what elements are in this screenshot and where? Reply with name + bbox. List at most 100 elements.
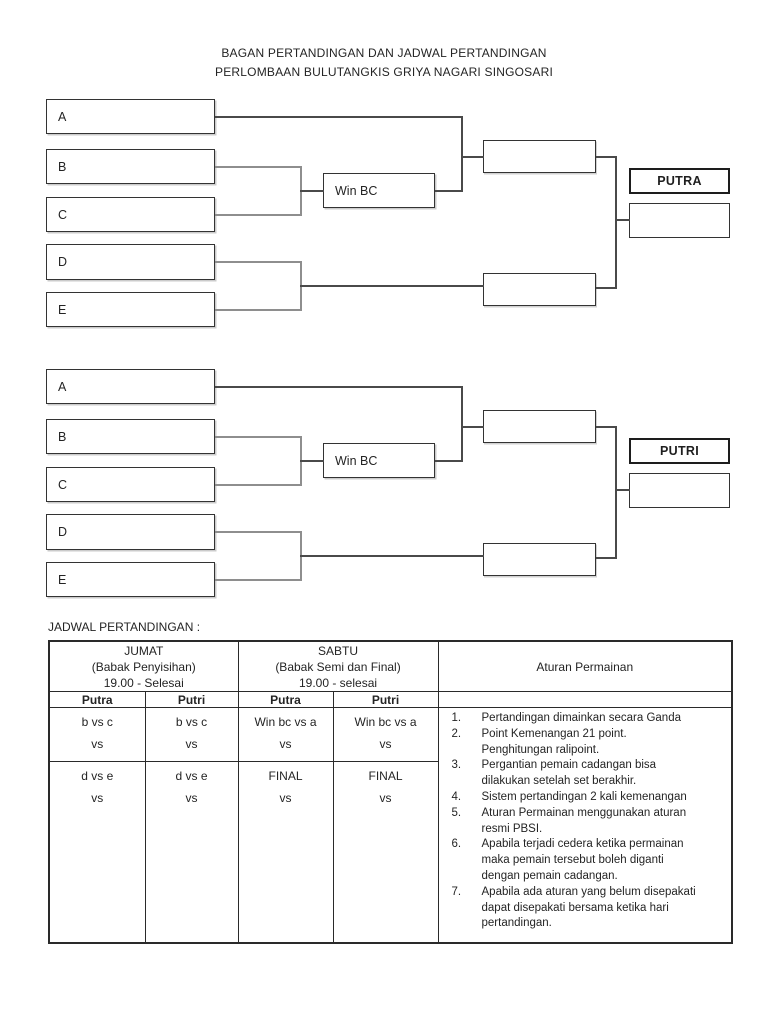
rule-text: Point Kemenangan 21 point. Penghitungan … bbox=[481, 727, 627, 756]
bracket-connector-line bbox=[215, 386, 462, 388]
bracket-connector-line bbox=[300, 555, 484, 557]
rule-item: 6. Apabila terjadi cedera ketika permaina… bbox=[452, 837, 728, 884]
team-slot-box-d: D bbox=[46, 244, 215, 280]
slot-label: C bbox=[58, 477, 68, 492]
match-cell: b vs c vs bbox=[48, 707, 146, 762]
rule-text: Aturan Permainan menggunakan aturan resm… bbox=[481, 806, 687, 835]
match-cell: b vs c vs bbox=[144, 707, 239, 762]
rule-text: Apabila terjadi cedera ketika permainan … bbox=[481, 838, 684, 882]
team-slot-box-e: E bbox=[46, 562, 215, 597]
bracket-connector-line bbox=[596, 426, 617, 428]
rule-item: 4. Sistem pertandingan 2 kali kemenangan bbox=[452, 790, 728, 806]
rule-number: 7. bbox=[451, 885, 462, 898]
slot-label: E bbox=[58, 302, 67, 317]
win-bc-label: Win BC bbox=[335, 453, 378, 468]
bracket-putra: A B C D E Win BC PUTRA bbox=[46, 99, 736, 331]
bracket-connector-line bbox=[215, 531, 302, 533]
team-slot-box-b: B bbox=[46, 149, 215, 184]
bracket-connector-line bbox=[215, 579, 302, 581]
bracket-connector-line bbox=[596, 557, 617, 559]
subheader-sabtu-putra: Putra bbox=[237, 691, 334, 708]
slot-label: A bbox=[58, 379, 67, 394]
bracket-connector-line bbox=[615, 219, 630, 221]
slot-label: E bbox=[58, 572, 67, 587]
rule-text: Sistem pertandingan 2 kali kemenangan bbox=[481, 790, 687, 803]
document-title-line2: PERLOMBAAN BULUTANGKIS GRIYA NAGARI SING… bbox=[215, 65, 553, 79]
rule-item: 5. Aturan Permainan menggunakan aturan re… bbox=[452, 806, 728, 838]
match-cell: Win bc vs a vs bbox=[237, 707, 334, 762]
slot-label: C bbox=[58, 207, 68, 222]
bracket-connector-line bbox=[615, 156, 617, 289]
rule-number: 3. bbox=[451, 759, 462, 772]
semifinal-box-bottom bbox=[483, 273, 596, 306]
bracket-connector-line bbox=[215, 261, 302, 263]
subheader-sabtu-putri: Putri bbox=[332, 691, 439, 708]
team-slot-box-c: C bbox=[46, 197, 215, 232]
schedule-heading: JADWAL PERTANDINGAN : bbox=[48, 620, 201, 634]
bracket-connector-line bbox=[461, 116, 463, 192]
match-cell: Win bc vs a vs bbox=[332, 707, 439, 762]
bracket-connector-line bbox=[300, 460, 324, 462]
semifinal-box-top bbox=[483, 410, 596, 443]
rule-item: 2. Point Kemenangan 21 point. Penghitunga… bbox=[452, 727, 728, 759]
win-bc-label: Win BC bbox=[335, 183, 378, 198]
bracket-connector-line bbox=[215, 309, 302, 311]
bracket-connector-line bbox=[596, 156, 617, 158]
rule-text: Apabila ada aturan yang belum disepakati… bbox=[481, 885, 696, 930]
match-row-1: b vs c vs b vs c vs Win bc vs a vs Win b… bbox=[48, 707, 733, 944]
final-winner-box bbox=[629, 473, 730, 508]
bracket-connector-line bbox=[215, 116, 462, 118]
group-header-row: JUMAT (Babak Penyisihan) 19.00 - Selesai… bbox=[48, 640, 733, 692]
rule-item: 3. Pergantian pemain cadangan bisa dilaku… bbox=[452, 758, 728, 790]
document-title-line1: BAGAN PERTANDINGAN DAN JADWAL PERTANDING… bbox=[221, 46, 547, 60]
match-cell: d vs e vs bbox=[144, 761, 239, 944]
rule-number: 2. bbox=[451, 727, 462, 740]
rules-header-cell: Aturan Permainan bbox=[437, 640, 733, 692]
subheader-empty-cell bbox=[437, 691, 733, 708]
bracket-connector-line bbox=[435, 190, 463, 192]
category-label-box: PUTRI bbox=[629, 438, 730, 464]
slot-label: D bbox=[58, 255, 68, 269]
team-slot-box-a: A bbox=[46, 99, 215, 134]
category-label: PUTRA bbox=[657, 174, 702, 188]
bracket-connector-line bbox=[215, 214, 302, 216]
bracket-connector-line bbox=[215, 436, 302, 438]
subheader-jumat-putra: Putra bbox=[48, 691, 146, 708]
bracket-connector-line bbox=[615, 426, 617, 559]
semifinal-box-top bbox=[483, 140, 596, 173]
sabtu-header-cell: SABTU (Babak Semi dan Final) 19.00 - sel… bbox=[237, 640, 439, 692]
bracket-connector-line bbox=[300, 190, 324, 192]
rule-text: Pergantian pemain cadangan bisa dilakuka… bbox=[481, 759, 657, 788]
slot-label: B bbox=[58, 159, 67, 174]
bracket-connector-line bbox=[215, 166, 302, 168]
team-slot-box-e: E bbox=[46, 292, 215, 327]
bracket-connector-line bbox=[435, 460, 463, 462]
jumat-header-cell: JUMAT (Babak Penyisihan) 19.00 - Selesai bbox=[48, 640, 239, 692]
rule-number: 1. bbox=[451, 712, 462, 724]
bracket-connector-line bbox=[461, 386, 463, 462]
win-bc-box: Win BC bbox=[323, 173, 435, 208]
match-row-2: d vs e vs d vs e vs FINAL vs FINAL vs bbox=[48, 761, 732, 944]
rule-text: Pertandingan dimainkan secara Ganda bbox=[481, 712, 681, 724]
schedule-table: JUMAT (Babak Penyisihan) 19.00 - Selesai… bbox=[48, 640, 734, 944]
slot-label: D bbox=[58, 525, 68, 539]
bracket-putri: A B C D E Win BC PUTRI bbox=[46, 369, 736, 601]
rule-number: 6. bbox=[451, 838, 462, 851]
team-slot-box-c: C bbox=[46, 467, 215, 502]
team-slot-box-b: B bbox=[46, 419, 215, 454]
win-bc-box: Win BC bbox=[323, 443, 435, 478]
subheader-jumat-putri: Putri bbox=[144, 691, 239, 708]
category-label-box: PUTRA bbox=[629, 168, 730, 194]
rules-cell: 1. Pertandingan dimainkan secara Ganda 2.… bbox=[437, 707, 733, 944]
rule-number: 4. bbox=[451, 790, 462, 803]
bracket-connector-line bbox=[615, 489, 630, 491]
bracket-connector-line bbox=[461, 156, 484, 158]
match-cell: FINAL vs bbox=[237, 761, 334, 944]
slot-label: B bbox=[58, 429, 67, 444]
rule-number: 5. bbox=[451, 806, 462, 819]
category-label: PUTRI bbox=[660, 444, 699, 458]
subheader-row: Putra Putri Putra Putri bbox=[48, 691, 733, 708]
team-slot-box-a: A bbox=[46, 369, 215, 404]
bracket-connector-line bbox=[300, 285, 484, 287]
